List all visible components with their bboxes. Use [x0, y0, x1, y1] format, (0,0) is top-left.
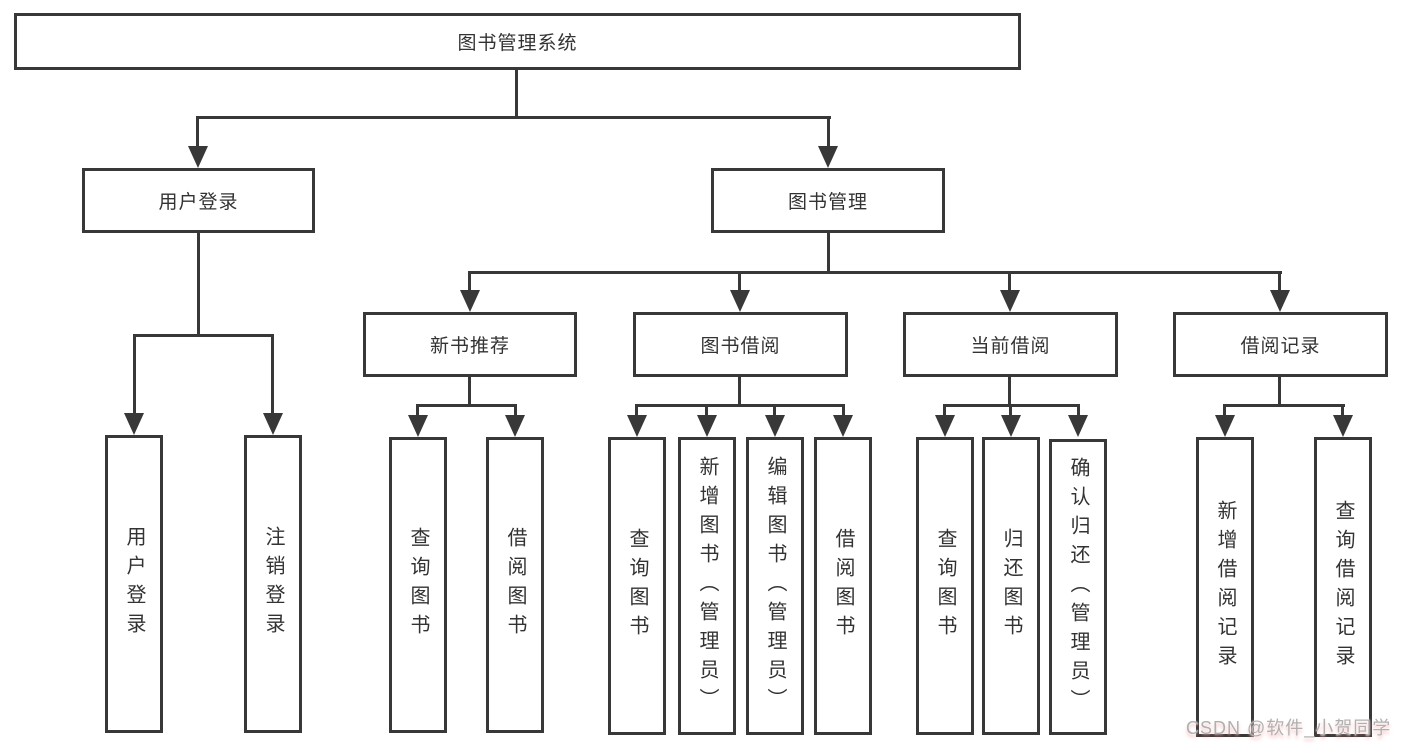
arrow-down-icon — [1000, 290, 1020, 312]
connector-line — [468, 271, 1282, 274]
arrow-down-icon — [188, 146, 208, 168]
connector-line — [196, 116, 831, 119]
arrow-down-icon — [765, 415, 785, 437]
connector-line — [635, 404, 845, 407]
watermark: CSDN @软件_小贺同学 — [1186, 718, 1392, 738]
arrow-down-icon — [697, 415, 717, 437]
arrow-down-icon — [408, 415, 428, 437]
connector-line — [468, 377, 471, 407]
connector-line — [197, 233, 200, 337]
arrow-down-icon — [833, 415, 853, 437]
connector-line — [842, 404, 845, 417]
arrow-down-icon — [505, 415, 525, 437]
leaf-query-books-recommend: 查询图书 — [389, 437, 447, 733]
leaf-query-books-current-label: 查询图书 — [934, 528, 956, 644]
leaf-query-borrow-record: 查询借阅记录 — [1314, 437, 1372, 737]
leaf-borrow-books-recommend-label: 借阅图书 — [504, 527, 526, 643]
node-root: 图书管理系统 — [14, 13, 1021, 70]
connector-line — [827, 116, 830, 148]
node-borrow-records-label: 借阅记录 — [1240, 336, 1321, 357]
arrow-down-icon — [460, 290, 480, 312]
connector-line — [738, 377, 741, 407]
leaf-add-book-admin: 新增图书（管理员） — [678, 437, 736, 735]
arrow-down-icon — [627, 415, 647, 437]
node-book-borrow: 图书借阅 — [633, 312, 848, 377]
leaf-add-borrow-record: 新增借阅记录 — [1196, 437, 1254, 737]
connector-line — [416, 404, 517, 407]
connector-line — [196, 116, 199, 148]
connector-line — [514, 404, 517, 417]
leaf-confirm-return-admin-label: 确认归还（管理员） — [1067, 456, 1089, 718]
node-book-borrow-label: 图书借阅 — [700, 336, 781, 357]
arrow-down-icon — [1001, 415, 1021, 437]
arrow-down-icon — [818, 146, 838, 168]
arrow-down-icon — [1068, 415, 1088, 437]
arrow-down-icon — [935, 415, 955, 437]
leaf-return-book-label: 归还图书 — [1000, 528, 1022, 644]
connector-line — [1009, 404, 1012, 417]
node-new-book-recommend-label: 新书推荐 — [429, 336, 510, 357]
leaf-borrow-books: 借阅图书 — [814, 437, 872, 735]
connector-line — [468, 271, 471, 292]
connector-line — [773, 404, 776, 417]
leaf-query-books-borrow-label: 查询图书 — [626, 528, 648, 644]
connector-line — [827, 233, 830, 273]
leaf-confirm-return-admin: 确认归还（管理员） — [1049, 439, 1107, 735]
connector-line — [1008, 271, 1011, 292]
node-user-login-label: 用户登录 — [158, 192, 239, 213]
connector-line — [1341, 404, 1344, 417]
arrow-down-icon — [1333, 415, 1353, 437]
node-book-management-label: 图书管理 — [787, 192, 868, 213]
leaf-add-borrow-record-label: 新增借阅记录 — [1214, 500, 1236, 674]
leaf-edit-book-admin-label: 编辑图书（管理员） — [764, 455, 786, 717]
connector-line — [133, 334, 274, 337]
arrow-down-icon — [263, 413, 283, 435]
leaf-query-books-borrow: 查询图书 — [608, 437, 666, 735]
leaf-user-login: 用户登录 — [105, 435, 163, 733]
node-current-borrow: 当前借阅 — [903, 312, 1118, 377]
connector-line — [1077, 404, 1080, 417]
leaf-return-book: 归还图书 — [982, 437, 1040, 735]
node-borrow-records: 借阅记录 — [1173, 312, 1388, 377]
connector-line — [1278, 377, 1281, 407]
leaf-borrow-books-recommend: 借阅图书 — [486, 437, 544, 733]
connector-line — [271, 334, 274, 415]
connector-line — [133, 334, 136, 415]
leaf-borrow-books-label: 借阅图书 — [832, 528, 854, 644]
connector-line — [1223, 404, 1226, 417]
arrow-down-icon — [730, 290, 750, 312]
connector-line — [738, 271, 741, 292]
node-root-label: 图书管理系统 — [457, 33, 578, 54]
leaf-query-books-current: 查询图书 — [916, 437, 974, 735]
leaf-query-books-recommend-label: 查询图书 — [407, 527, 429, 643]
connector-line — [635, 404, 638, 417]
connector-line — [943, 404, 946, 417]
arrow-down-icon — [1270, 290, 1290, 312]
node-user-login: 用户登录 — [82, 168, 315, 233]
connector-line — [515, 70, 518, 118]
connector-line — [416, 404, 419, 417]
connector-line — [705, 404, 708, 417]
leaf-edit-book-admin: 编辑图书（管理员） — [746, 437, 804, 735]
connector-line — [1223, 404, 1345, 407]
connector-line — [1278, 271, 1281, 292]
arrow-down-icon — [1215, 415, 1235, 437]
leaf-logout-label: 注销登录 — [262, 526, 284, 642]
node-current-borrow-label: 当前借阅 — [970, 336, 1051, 357]
node-book-management: 图书管理 — [711, 168, 945, 233]
leaf-add-book-admin-label: 新增图书（管理员） — [696, 455, 718, 717]
leaf-user-login-label: 用户登录 — [123, 526, 145, 642]
node-new-book-recommend: 新书推荐 — [363, 312, 577, 377]
leaf-query-borrow-record-label: 查询借阅记录 — [1332, 500, 1354, 674]
connector-line — [1008, 377, 1011, 407]
leaf-logout: 注销登录 — [244, 435, 302, 733]
arrow-down-icon — [124, 413, 144, 435]
